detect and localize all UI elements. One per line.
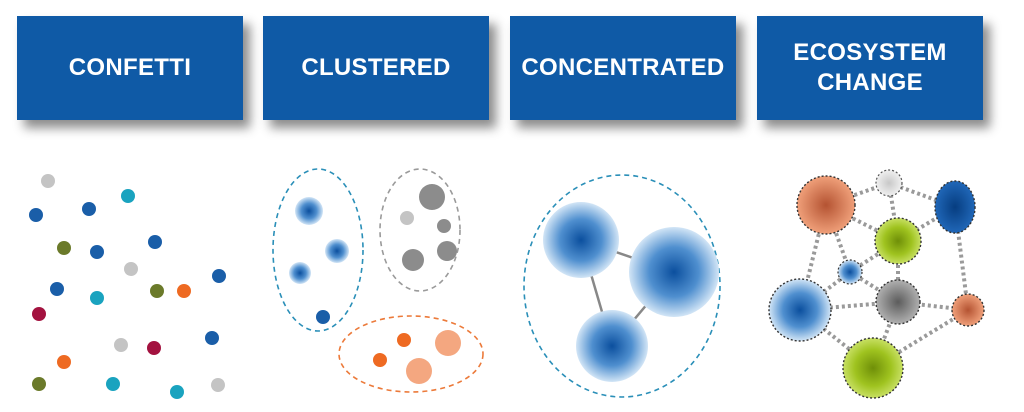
- network-link: [953, 206, 970, 311]
- ecosystem-node: [837, 259, 863, 285]
- ecosystem-node: [768, 278, 832, 342]
- confetti-dot: [57, 241, 71, 255]
- confetti-dots: [29, 174, 226, 399]
- cluster-boundary-blue: [272, 168, 364, 332]
- confetti-dot: [90, 245, 104, 259]
- panel-header-clustered: CLUSTERED: [263, 16, 489, 120]
- ecosystem-node: [796, 175, 856, 235]
- panel-header-ecosystem-change: ECOSYSTEM CHANGE: [757, 16, 983, 120]
- confetti-dot: [29, 208, 43, 222]
- confetti-dot: [211, 378, 225, 392]
- cluster-node: [373, 353, 387, 367]
- concentrated-boundary: [523, 174, 721, 398]
- confetti-dot: [124, 262, 138, 276]
- confetti-dot: [170, 385, 184, 399]
- cluster-node: [419, 184, 445, 210]
- confetti-dot: [50, 282, 64, 296]
- cluster-node: [295, 197, 323, 225]
- confetti-dot: [41, 174, 55, 188]
- ecosystem-node: [875, 169, 903, 197]
- cluster-boundary-gray: [379, 168, 461, 292]
- confetti-dot: [106, 377, 120, 391]
- cluster-node: [437, 219, 451, 233]
- confetti-dot: [82, 202, 96, 216]
- confetti-dot: [114, 338, 128, 352]
- panel-header-confetti: CONFETTI: [17, 16, 243, 120]
- ecosystem-node: [874, 217, 922, 265]
- cluster-node: [400, 211, 414, 225]
- ecosystem-network: [768, 169, 985, 399]
- concentrated-node: [629, 227, 719, 317]
- confetti-dot: [212, 269, 226, 283]
- panel-header-concentrated: CONCENTRATED: [510, 16, 736, 120]
- confetti-dot: [121, 189, 135, 203]
- cluster-node: [397, 333, 411, 347]
- cluster-node: [325, 239, 349, 263]
- network-link: [799, 300, 899, 312]
- confetti-dot: [32, 307, 46, 321]
- cluster-node: [402, 249, 424, 271]
- clustered-groups: [272, 168, 484, 393]
- ecosystem-node: [951, 293, 985, 327]
- concentrated-node: [576, 310, 648, 382]
- cluster-boundary-orange: [338, 315, 484, 393]
- confetti-dot: [32, 377, 46, 391]
- confetti-dot: [150, 284, 164, 298]
- cluster-node: [406, 358, 432, 384]
- confetti-dot: [177, 284, 191, 298]
- network-link: [798, 270, 852, 312]
- concentrated-group: [523, 174, 721, 398]
- confetti-dot: [90, 291, 104, 305]
- concentrated-node: [543, 202, 619, 278]
- ecosystem-node: [875, 279, 921, 325]
- cluster-node: [435, 330, 461, 356]
- confetti-dot: [147, 341, 161, 355]
- cluster-node: [316, 310, 330, 324]
- confetti-dot: [57, 355, 71, 369]
- ecosystem-node: [842, 337, 904, 399]
- cluster-node: [289, 262, 311, 284]
- confetti-dot: [148, 235, 162, 249]
- confetti-dot: [205, 331, 219, 345]
- ecosystem-node: [934, 180, 976, 234]
- cluster-node: [437, 241, 457, 261]
